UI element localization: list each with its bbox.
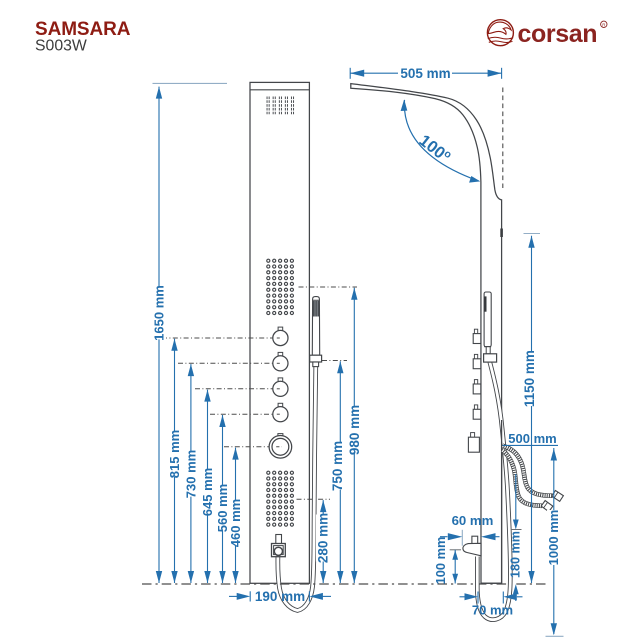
svg-text:60 mm: 60 mm [452, 513, 494, 528]
svg-text:280 mm: 280 mm [316, 513, 331, 563]
svg-text:100 mm: 100 mm [433, 537, 448, 585]
svg-text:180 mm: 180 mm [509, 531, 523, 578]
svg-text:815 mm: 815 mm [167, 430, 182, 478]
svg-text:corsan: corsan [518, 20, 598, 48]
svg-text:560 mm: 560 mm [215, 484, 230, 532]
svg-text:750 mm: 750 mm [330, 441, 345, 491]
svg-text:190 mm: 190 mm [255, 589, 305, 604]
svg-text:S003W: S003W [35, 38, 87, 55]
svg-text:1650 mm: 1650 mm [152, 285, 167, 341]
svg-text:70 mm: 70 mm [472, 603, 513, 618]
svg-text:1000 mm: 1000 mm [546, 510, 561, 566]
svg-text:980 mm: 980 mm [347, 405, 362, 455]
svg-text:500 mm: 500 mm [508, 431, 556, 446]
svg-text:1150 mm: 1150 mm [522, 350, 537, 407]
svg-text:730 mm: 730 mm [183, 450, 198, 498]
svg-text:SAMSARA: SAMSARA [35, 19, 131, 40]
svg-text:505 mm: 505 mm [400, 66, 450, 81]
svg-text:460 mm: 460 mm [228, 499, 243, 547]
svg-text:R: R [602, 23, 605, 28]
svg-text:645 mm: 645 mm [200, 468, 215, 516]
